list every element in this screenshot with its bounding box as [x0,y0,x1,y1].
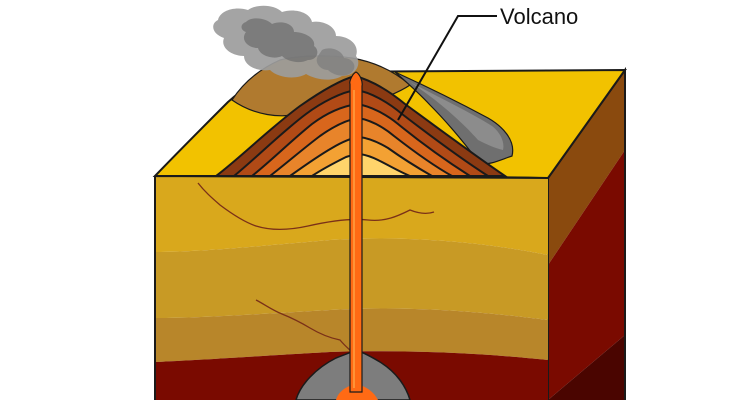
smoke-plume [213,5,359,80]
volcano-label: Volcano [500,4,578,29]
side-face-mantle [548,150,625,400]
conduit-highlight [353,90,355,388]
volcano-callout-line [397,15,497,121]
magma-conduit [349,71,363,393]
crack-lower [255,299,353,353]
crack-upper [197,182,435,231]
side-face-deep-mantle [548,335,625,400]
smoke-wisp [316,48,355,76]
ash-slope-light [410,82,504,150]
crust-cracks [197,182,435,353]
side-face-upper [548,70,625,265]
conduit-pipe [349,71,363,393]
smoke-cloud-dark [241,18,318,63]
